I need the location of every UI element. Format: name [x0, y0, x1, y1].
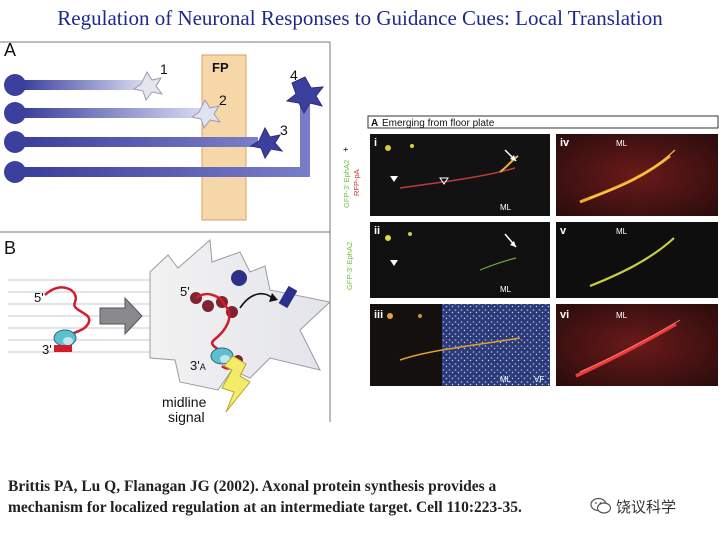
micrograph-figure: A Emerging from floor plate GFP-3' EphA2… — [340, 110, 720, 395]
side-label-green: GFP-3' EphA2 — [342, 160, 351, 208]
floor-plate-region — [442, 304, 550, 386]
axon — [22, 108, 200, 118]
citation-line1: Brittis PA, Lu Q, Flanagan JG (2002). Ax… — [8, 478, 497, 495]
axon — [22, 80, 142, 90]
axon-number-4: 4 — [290, 67, 298, 83]
ml-label: ML — [500, 203, 512, 212]
schematic-figure: A FP 1 2 3 4 B 5' 3' — [0, 40, 332, 430]
growth-cone-star — [132, 70, 164, 102]
growth-cone-star — [249, 126, 284, 160]
cell-body — [4, 102, 26, 124]
panel-numeral: iv — [560, 137, 570, 149]
polya-label: A — [200, 362, 206, 372]
signal-label-line1: midline — [162, 394, 207, 410]
growth-cone-star — [190, 98, 222, 130]
axon — [22, 102, 310, 177]
header-text: Emerging from floor plate — [382, 118, 495, 129]
panel-numeral: iii — [374, 309, 383, 321]
side-label-plus: + — [341, 147, 351, 152]
watermark: 饶议科学 — [590, 495, 710, 517]
protein-product — [231, 270, 247, 286]
micrograph-panel-v — [556, 222, 718, 298]
axon — [22, 137, 258, 147]
micrograph-panel-iv — [556, 134, 718, 216]
citation-line2: mechanism for localized regulation at an… — [8, 499, 522, 516]
five-prime-right: 5' — [180, 284, 190, 299]
watermark-text: 饶议科学 — [616, 497, 677, 516]
cell-body — [4, 74, 26, 96]
three-prime-right: 3'A — [190, 358, 206, 373]
growth-cone — [149, 238, 332, 391]
cell-body — [4, 131, 26, 153]
micrograph-panel-ii — [370, 222, 550, 298]
panel-a-label: A — [4, 40, 16, 60]
ml-label: ML — [616, 227, 628, 236]
growth-cone-star — [285, 76, 325, 115]
ml-label: ML — [500, 375, 512, 384]
panel-numeral: vi — [560, 309, 569, 321]
three-prime-left: 3' — [42, 342, 52, 357]
lightning-bolt-icon — [221, 355, 251, 413]
receptor-protein — [278, 285, 298, 309]
side-label-red: RFP-pA — [352, 169, 361, 196]
three-prime-right-text: 3' — [190, 358, 200, 373]
transport-arrow — [99, 296, 143, 336]
vf-label: VF — [534, 375, 544, 384]
micrograph-panel-i — [370, 134, 550, 216]
citation: Brittis PA, Lu Q, Flanagan JG (2002). Ax… — [8, 476, 628, 518]
panel-numeral: ii — [374, 225, 380, 237]
axon-number-3: 3 — [280, 122, 288, 138]
five-prime-left: 5' — [34, 290, 44, 305]
slide-title: Regulation of Neuronal Responses to Guid… — [57, 6, 663, 30]
figure-header — [367, 115, 719, 129]
wechat-icon — [590, 497, 612, 514]
ml-label: ML — [616, 139, 628, 148]
axon-number-2: 2 — [219, 92, 227, 108]
ml-label: ML — [500, 285, 512, 294]
header-label: A — [371, 118, 378, 129]
signal-label-line2: signal — [168, 409, 205, 425]
axon-number-1: 1 — [160, 61, 168, 77]
ml-label: ML — [616, 311, 628, 320]
panel-numeral: i — [374, 137, 377, 149]
side-label-green-2: GFP-3' EphA2 — [345, 242, 354, 290]
cell-body — [4, 161, 26, 183]
panel-b-label: B — [4, 238, 16, 258]
panel-numeral: v — [560, 225, 567, 237]
fp-label: FP — [212, 60, 229, 75]
